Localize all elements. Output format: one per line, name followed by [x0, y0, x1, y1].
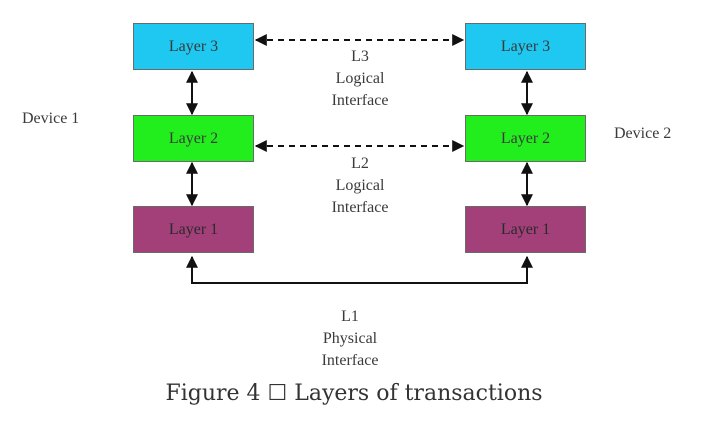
- l1-interface-kind: Physical: [322, 330, 378, 347]
- left-layer-3-box: Layer 3: [133, 23, 254, 70]
- right-layer-1-box: Layer 1: [465, 206, 586, 253]
- l1-interface-name: L1: [341, 308, 359, 325]
- l2-interface-kind: Logical: [335, 177, 385, 194]
- l3-interface-name: L3: [351, 48, 369, 65]
- l2-interface-label: L2 Logical Interface: [310, 153, 410, 219]
- l2-interface-name: L2: [351, 155, 369, 172]
- device-1-label: Device 1: [22, 110, 80, 127]
- l1-interface-word: Interface: [321, 352, 379, 369]
- left-layer-1-box: Layer 1: [133, 206, 254, 253]
- device-2-label: Device 2: [614, 125, 672, 142]
- l3-interface-kind: Logical: [335, 70, 385, 87]
- l3-interface-label: L3 Logical Interface: [310, 46, 410, 112]
- physical-interface-line: [186, 255, 533, 284]
- l3-interface-word: Interface: [331, 92, 389, 109]
- figure-caption: Figure 4 ☐ Layers of transactions: [165, 381, 543, 406]
- right-layer-2-box: Layer 2: [465, 115, 586, 162]
- l2-interface-word: Interface: [331, 199, 389, 216]
- right-layer-3-box: Layer 3: [465, 23, 586, 70]
- l1-interface-label: L1 Physical Interface: [300, 306, 400, 372]
- left-layer-2-box: Layer 2: [133, 115, 254, 162]
